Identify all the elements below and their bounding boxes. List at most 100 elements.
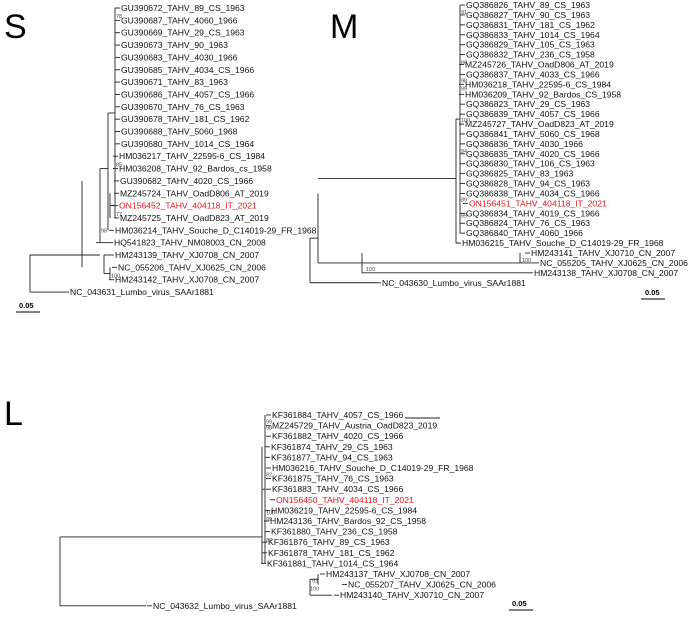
leaf-label: GQ386835_TAHV_4020_CS_1966	[466, 149, 600, 159]
bootstrap-label: 98	[461, 78, 467, 84]
leaf-label: GQ386823_TAHV_29_CS_1963	[466, 99, 590, 109]
leaf-label: GU390672_TAHV_89_CS_1963	[121, 3, 245, 13]
bootstrap-label: 88	[461, 61, 467, 67]
panel-letter-l: L	[4, 395, 23, 433]
leaf-label: HM243142_TAHV_XJ0708_CN_2007	[115, 275, 259, 285]
leaf-label: HM243136_TAHV_Bardos_92_CS_1958	[270, 516, 426, 526]
leaf-label: NC_043630_Lumbo_virus_SAAr1881	[382, 278, 526, 288]
leaf-label: GU390682_TAHV_4020_CS_1966	[120, 176, 253, 186]
leaf-label: MZ245726_TAHV_OadD806_AT_2019	[465, 60, 614, 70]
leaf-label: GU390670_TAHV_76_CS_1963	[121, 102, 245, 112]
bootstrap-label: 99	[461, 86, 467, 92]
bootstrap-label: 100	[522, 258, 531, 264]
leaf-label: HM036215_TAHV_Souche_D_C14019-29_FR_1968	[462, 238, 664, 248]
leaf-label: GQ386830_TAHV_106_CS_1963	[466, 159, 595, 169]
bootstrap-label: 85	[116, 163, 122, 169]
leaf-label: GQ386827_TAHV_90_CS_1963	[466, 10, 590, 20]
tree-panel-m: GQ386826_TAHV_89_CS_1963GQ386827_TAHV_90…	[309, 0, 688, 288]
leaf-label: KF361874_TAHV_29_CS_1963	[271, 442, 393, 452]
leaf-label: MZ245727_TAHV_OadD823_AT_2019	[465, 119, 614, 129]
leaf-label: HM036208_TAHV_92_Bardos_cs_1958	[119, 164, 272, 174]
scale-bar-label-s: 0.05	[19, 301, 34, 310]
bootstrap-label: 87	[266, 538, 272, 544]
leaf-label: KF361880_TAHV_236_CS_1958	[271, 527, 398, 537]
panel-letter-m: M	[330, 8, 358, 46]
leaf-label: KF361878_TAHV_181_CS_1962	[268, 548, 395, 558]
leaf-label: GQ386832_TAHV_236_CS_1958	[466, 50, 595, 60]
leaf-label: HM036219_TAHV_22595-6_CS_1984	[271, 505, 417, 515]
bootstrap-label: 98	[101, 228, 107, 234]
leaf-label: GQ386840_TAHV_4060_1966	[466, 228, 583, 238]
leaf-label: KF361881_TAHV_1014_CS_1964	[267, 558, 398, 568]
leaf-label: NC_043632_Lumbo_virus_SAAr1881	[153, 601, 297, 611]
bootstrap-label: 77	[116, 212, 122, 218]
leaf-label: GU390685_TAHV_4034_CS_1966	[121, 65, 254, 75]
leaf-label: GU390678_TAHV_181_CS_1962	[121, 114, 250, 124]
leaf-label: MZ245725_TAHV_OadD823_AT_2019	[120, 213, 269, 223]
leaf-label: GQ386828_TAHV_94_CS_1963	[466, 179, 590, 189]
leaf-label: GQ386837_TAHV_4033_CS_1966	[466, 69, 600, 79]
leaf-label: GU390680_TAHV_1014_CS_1964	[121, 139, 254, 149]
leaf-label: GU390669_TAHV_29_CS_1963	[121, 28, 245, 38]
leaf-label: HQ541823_TAHV_NM08003_CN_2008	[114, 238, 266, 248]
bootstrap-label: 93	[312, 579, 318, 585]
bootstrap-label: 99	[266, 420, 272, 426]
leaf-label-highlighted: ON156451_TAHV_404118_IT_2021	[469, 198, 607, 208]
leaf-label: GQ386826_TAHV_89_CS_1963	[466, 0, 590, 10]
bootstrap-label: 100	[266, 510, 275, 516]
tree-panel-l: KF361884_TAHV_4057_CS_1966MZ245729_TAHV_…	[59, 410, 496, 611]
tree-panel-s: GU390672_TAHV_89_CS_1963GU390687_TAHV_40…	[29, 3, 317, 297]
leaf-label: MZ245729_TAHV_Austria_OadD823_2019	[272, 421, 437, 431]
leaf-label: GQ386825_TAHV_83_1963	[466, 169, 574, 179]
leaf-label: GU390671_TAHV_83_1963	[121, 77, 228, 87]
leaf-label: GQ386831_TAHV_181_CS_1962	[466, 20, 595, 30]
leaf-label: GQ386834_TAHV_4019_CS_1966	[466, 208, 600, 218]
leaf-label: HM243138_TAHV_XJ0708_CN_2007	[534, 268, 678, 278]
bootstrap-label: 78	[116, 14, 122, 20]
panel-letter-s: S	[4, 8, 27, 46]
leaf-label: KF361884_TAHV_4057_CS_1966	[272, 410, 403, 420]
leaf-label: KF361883_TAHV_4034_CS_1966	[272, 484, 403, 494]
leaf-label: GQ386824_TAHV_76_CS_1963	[466, 218, 590, 228]
leaf-label: GQ386841_TAHV_5060_CS_1968	[466, 129, 600, 139]
leaf-label: HM036216_TAHV_Souche_D_C14019-29_FR_1968	[272, 463, 474, 473]
leaf-label: HM243139_TAHV_XJ0708_CN_2007	[115, 250, 259, 260]
leaf-label: GU390686_TAHV_4057_CS_1966	[121, 89, 254, 99]
bootstrap-label: 94	[461, 149, 467, 155]
leaf-label: NC_055206_TAHV_XJ0625_CN_2006	[118, 262, 266, 272]
leaf-label: MZ245724_TAHV_OadD806_AT_2019	[120, 188, 269, 198]
leaf-label: GQ386833_TAHV_1014_CS_1964	[466, 30, 600, 40]
leaf-label: GQ386829_TAHV_105_CS_1963	[466, 40, 595, 50]
leaf-label: HM243141_TAHV_XJ0710_CN_2007	[531, 248, 675, 258]
bootstrap-label: 100	[461, 118, 470, 124]
leaf-label: GU390673_TAHV_90_1963	[121, 40, 228, 50]
leaf-label: GQ386836_TAHV_4030_1966	[466, 139, 583, 149]
leaf-label: NC_055207_TAHV_XJ0625_CN_2006	[348, 580, 496, 590]
leaf-label: HM036217_TAHV_22595-6_CS_1984	[119, 151, 265, 161]
leaf-label-highlighted: ON156452_TAHV_404118_IT_2021	[119, 201, 257, 211]
leaf-label: GU390688_TAHV_5060_1968	[121, 127, 238, 137]
bootstrap-label: 91	[461, 10, 467, 16]
leaf-label: KF361875_TAHV_76_CS_1963	[272, 474, 394, 484]
leaf-label: KF361876_TAHV_89_CS_1963	[268, 537, 390, 547]
leaf-label: HM243140_TAHV_XJ0710_CN_2007	[340, 590, 484, 600]
bootstrap-label: 99	[461, 213, 467, 219]
leaf-label: HM243137_TAHV_XJ0708_CN_2007	[326, 569, 470, 579]
scale-bar-label-m: 0.05	[645, 288, 660, 297]
leaf-label: KF361882_TAHV_4020_CS_1966	[272, 431, 403, 441]
leaf-label: KF361877_TAHV_94_CS_1963	[271, 452, 393, 462]
leaf-label: NC_055205_TAHV_XJ0625_CN_2006	[540, 258, 688, 268]
bootstrap-label: 82	[266, 473, 272, 479]
leaf-label: NC_043631_Lumbo_virus_SAAr1881	[70, 287, 214, 297]
bootstrap-label: 89	[461, 197, 467, 203]
leaf-label: HM036214_TAHV_Souche_D_C14019-29_FR_1968	[115, 225, 317, 235]
leaf-label: HM036209_TAHV_92_Bardos_CS_1958	[465, 89, 621, 99]
bootstrap-label: 98	[266, 426, 272, 432]
bootstrap-label: 100	[111, 274, 120, 280]
bootstrap-label: 100	[310, 587, 319, 593]
leaf-label: GU390687_TAHV_4060_1966	[121, 15, 238, 25]
leaf-label-highlighted: ON156450_TAHV_404118_IT_2021	[276, 495, 414, 505]
leaf-label: HM036218_TAHV_22595-6_CS_1984	[465, 79, 611, 89]
scale-bar-label-l: 0.05	[512, 599, 527, 608]
leaf-label: GQ386838_TAHV_4034_CS_1966	[466, 188, 600, 198]
